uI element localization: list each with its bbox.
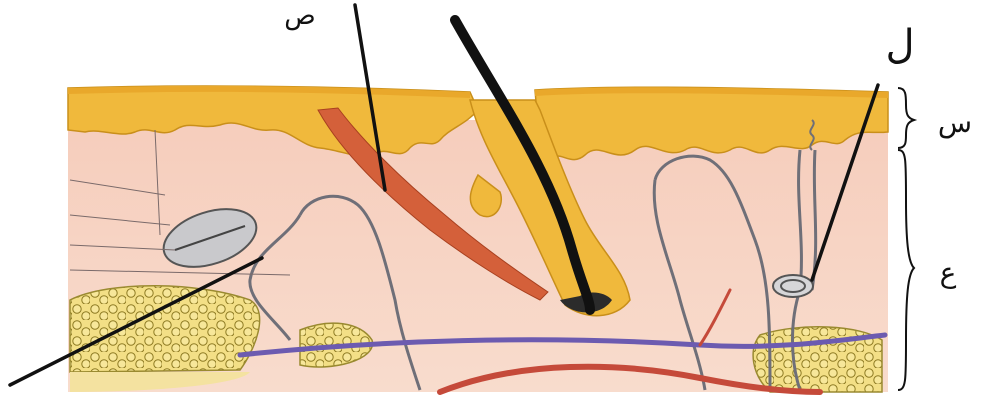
label-bracket-upper: س bbox=[938, 106, 972, 139]
label-right-pointer: ل bbox=[885, 22, 914, 68]
layer-brackets bbox=[898, 88, 914, 390]
sweat-gland-coil bbox=[773, 275, 813, 297]
label-top-pointer: ص bbox=[284, 1, 315, 31]
label-bracket-lower: ع bbox=[940, 256, 957, 289]
bracket-upper bbox=[898, 88, 914, 148]
bracket-lower bbox=[898, 150, 914, 390]
